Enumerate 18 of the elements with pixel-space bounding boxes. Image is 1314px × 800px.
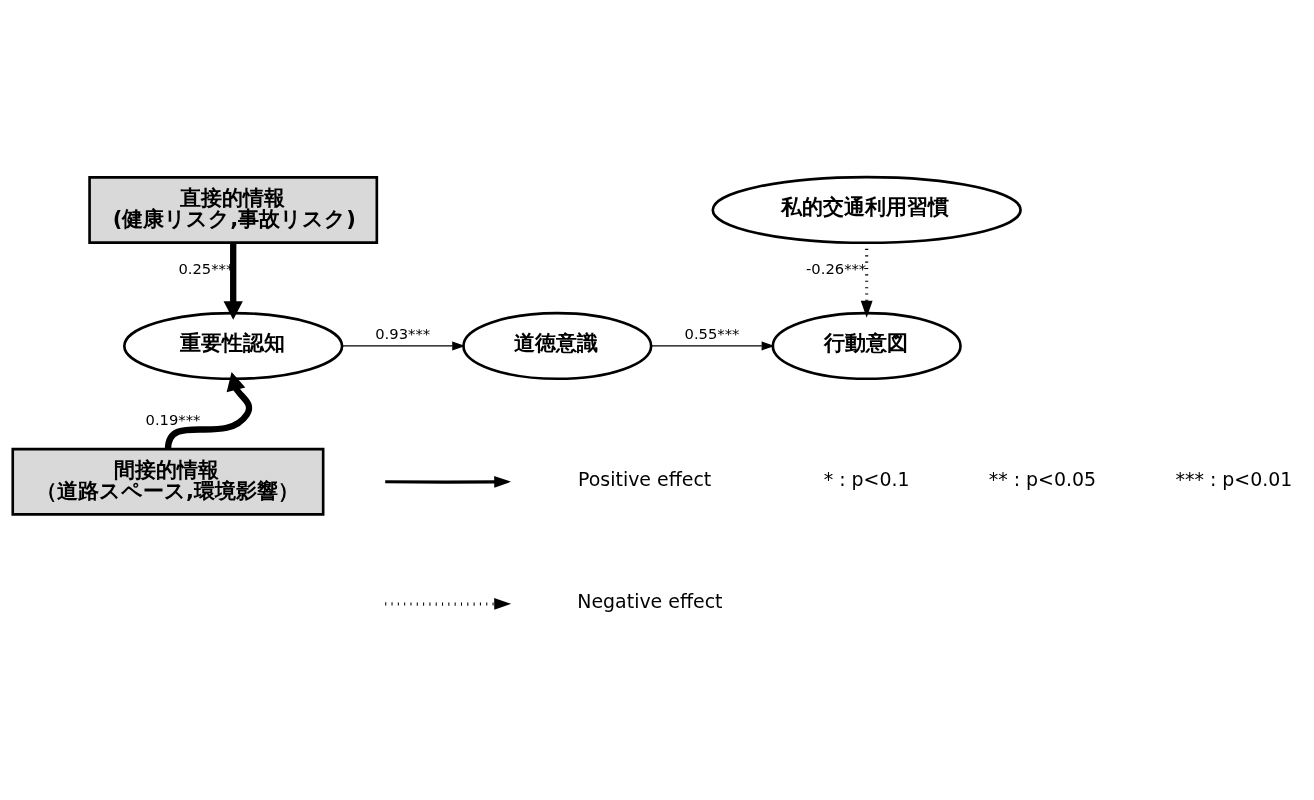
arrow bbox=[341, 341, 466, 351]
label: *** : p<0.01 bbox=[1175, 468, 1293, 491]
node-box: 間接的情報 （道路スペース,環境影響） bbox=[11, 447, 325, 516]
legend-label: Positive effect bbox=[578, 468, 712, 491]
node-ellipse: 重要性認知 bbox=[123, 311, 344, 381]
node-ellipse: 道徳意識 bbox=[462, 311, 653, 381]
legend-label: Negative effect bbox=[577, 590, 723, 613]
edge-label: -0.26*** bbox=[806, 259, 867, 277]
label: * : p<0.1 bbox=[823, 468, 910, 491]
label: ** : p<0.05 bbox=[988, 468, 1097, 491]
node-box: 直接的情報 (健康リスク,事故リスク) bbox=[88, 176, 379, 244]
edge-label: 0.93*** bbox=[375, 324, 431, 342]
edge-label: 0.55*** bbox=[684, 324, 740, 342]
node-ellipse: 行動意図 bbox=[771, 311, 962, 381]
node-ellipse: 私的交通利用習慣 bbox=[711, 175, 1022, 245]
arrow bbox=[223, 242, 243, 320]
arrow bbox=[650, 341, 775, 351]
edge-label: 0.19*** bbox=[145, 411, 201, 429]
